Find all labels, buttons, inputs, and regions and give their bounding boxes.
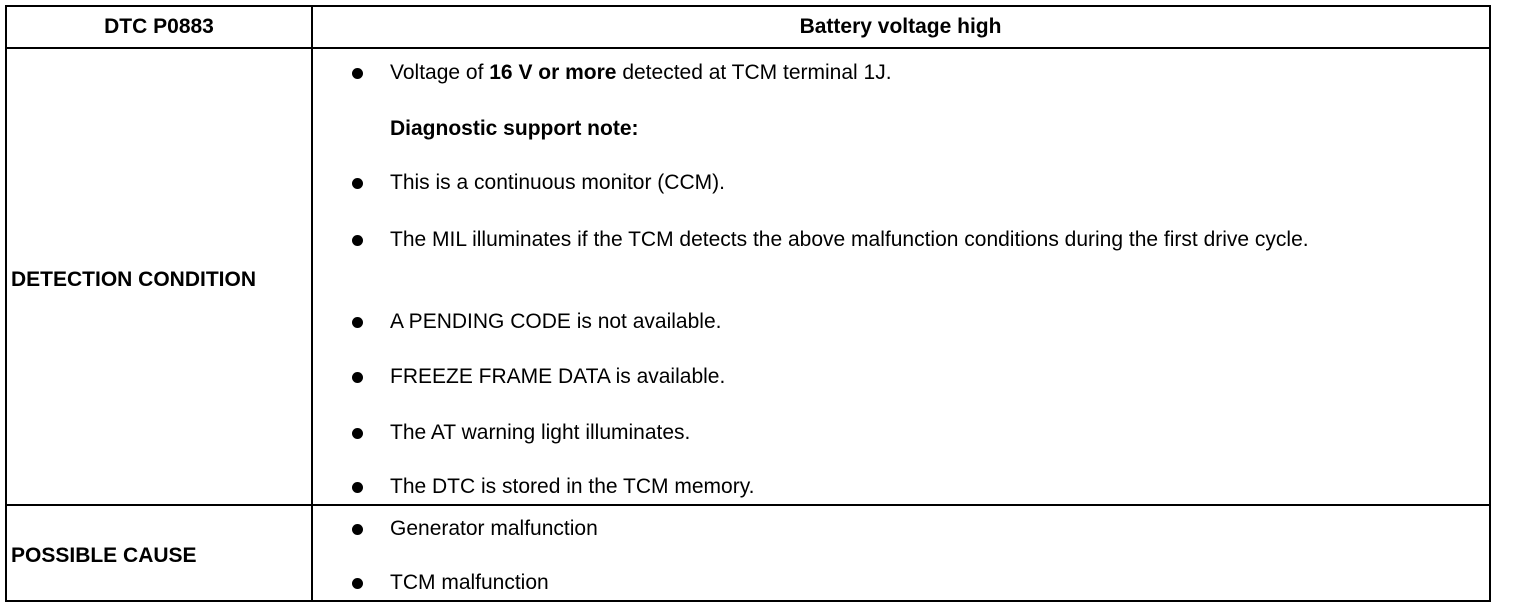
diagnostic-note-heading: Diagnostic support note:	[390, 117, 639, 140]
list-item: The MIL illuminates if the TCM detects t…	[352, 226, 1462, 253]
bullet-icon	[352, 317, 363, 328]
bullet-icon	[352, 482, 363, 493]
list-item: A PENDING CODE is not available.	[352, 308, 1462, 335]
cause-item: Generator malfunction	[352, 515, 1462, 542]
row-divider	[7, 504, 1489, 506]
list-item: This is a continuous monitor (CCM).	[352, 169, 1462, 196]
dtc-table: DTC P0883 Battery voltage high DETECTION…	[5, 5, 1491, 602]
detection-condition-label: DETECTION CONDITION	[11, 268, 256, 291]
possible-cause-label: POSSIBLE CAUSE	[11, 544, 197, 567]
voltage-condition-text: Voltage of 16 V or more detected at TCM …	[390, 61, 892, 84]
bullet-icon	[352, 524, 363, 535]
voltage-threshold: 16 V or more	[489, 61, 617, 84]
dtc-code-header: DTC P0883	[104, 15, 214, 38]
bullet-icon	[352, 178, 363, 189]
list-item: The DTC is stored in the TCM memory.	[352, 473, 1462, 500]
bullet-icon	[352, 428, 363, 439]
row-divider	[7, 47, 1489, 49]
dtc-title-header: Battery voltage high	[799, 15, 1002, 38]
bullet-icon	[352, 372, 363, 383]
list-item: FREEZE FRAME DATA is available.	[352, 363, 1462, 390]
bullet-icon	[352, 578, 363, 589]
list-item: The AT warning light illuminates.	[352, 419, 1462, 446]
cause-item: TCM malfunction	[352, 569, 1462, 596]
bullet-icon	[352, 235, 363, 246]
column-divider	[311, 7, 313, 600]
list-item-voltage: Voltage of 16 V or more detected at TCM …	[352, 59, 1462, 86]
bullet-icon	[352, 68, 363, 79]
